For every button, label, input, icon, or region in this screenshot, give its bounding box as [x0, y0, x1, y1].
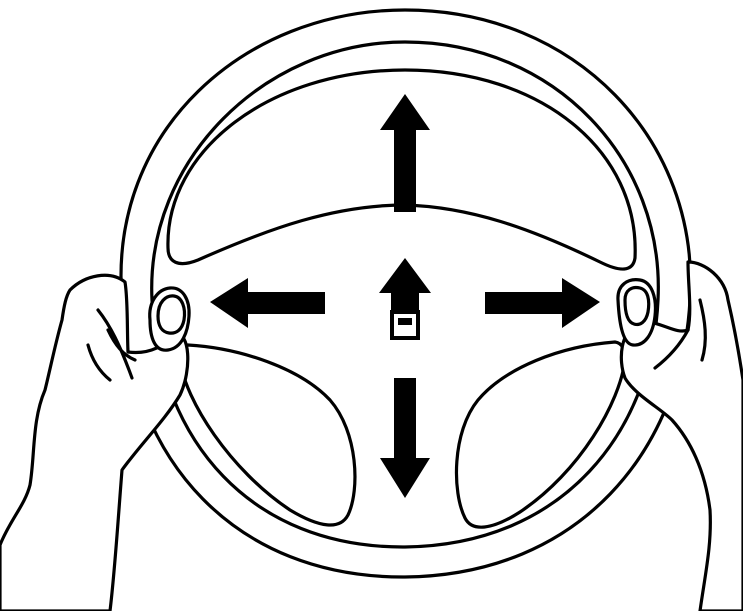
right-hand-thumb	[618, 280, 655, 345]
arrow-down	[380, 378, 430, 498]
wheel-lower-left-opening	[180, 345, 355, 525]
arrow-right	[485, 278, 600, 328]
arrow-up	[380, 94, 430, 212]
direction-arrows	[210, 94, 600, 498]
wheel-lower-right-opening	[456, 342, 625, 527]
right-hand	[618, 262, 743, 611]
arrow-center-forward	[379, 258, 431, 338]
arrow-left	[210, 278, 325, 328]
